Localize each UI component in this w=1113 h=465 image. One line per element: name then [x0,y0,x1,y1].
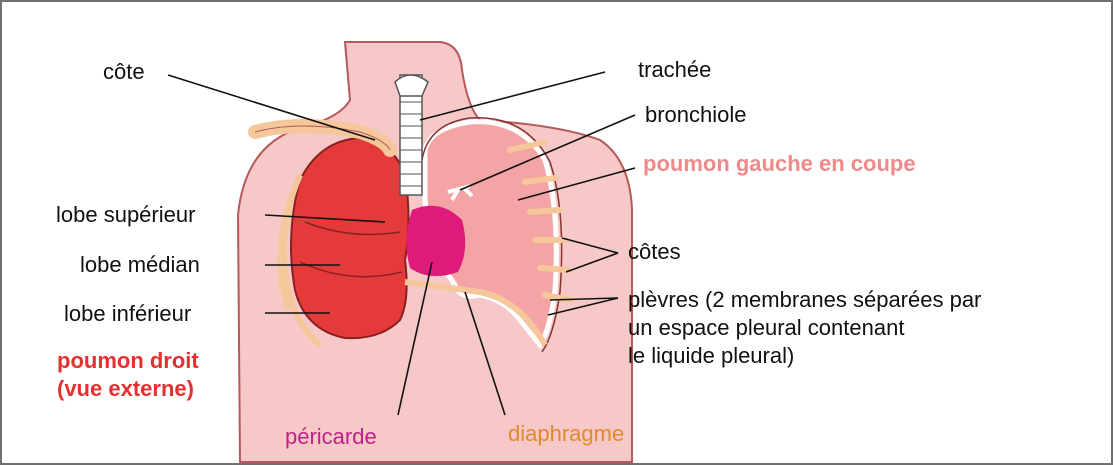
label-lobe-superieur: lobe supérieur [56,203,195,227]
label-plevres-line3: le liquide pleural) [628,344,794,368]
label-pericarde: péricarde [285,425,377,449]
label-diaphragme: diaphragme [508,422,624,446]
label-poumon-droit-line2: (vue externe) [57,377,194,401]
label-poumon-droit-line1: poumon droit [57,349,199,373]
label-lobe-median: lobe médian [80,253,200,277]
label-trachee: trachée [638,58,711,82]
label-cotes: côtes [628,240,681,264]
label-bronchiole: bronchiole [645,103,747,127]
label-plevres-line1: plèvres (2 membranes séparées par [628,288,981,312]
label-cote: côte [103,60,145,84]
label-lobe-inferieur: lobe inférieur [64,302,191,326]
pericardium-shape [406,206,465,276]
right-lung [291,138,409,338]
larynx [395,75,428,96]
label-poumon-gauche: poumon gauche en coupe [643,152,916,176]
label-plevres-line2: un espace pleural contenant [628,316,904,340]
